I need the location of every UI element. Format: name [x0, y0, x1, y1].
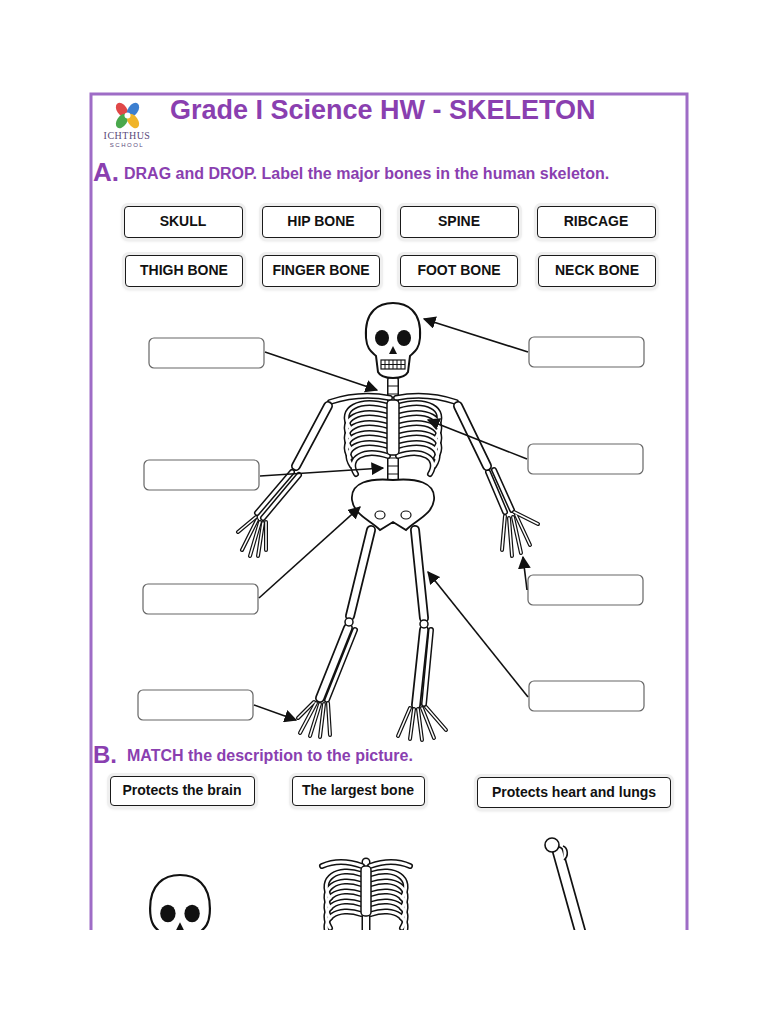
worksheet-title: Grade I Science HW - SKELETON [170, 96, 596, 126]
school-logo [113, 101, 141, 131]
word-tile: THIGH BONE [125, 255, 243, 287]
word-tile: FINGER BONE [262, 255, 380, 287]
word-tile: FOOT BONE [400, 255, 518, 287]
description-box: The largest bone [292, 776, 425, 806]
word-tile: RIBCAGE [537, 206, 656, 238]
word-tile: NECK BONE [538, 255, 656, 287]
box-text: Protects the brain [122, 783, 241, 798]
section-letter: A. [93, 158, 119, 187]
instruction-text: MATCH the description to the picture. [127, 747, 413, 765]
school-name: SCHOOL [110, 142, 144, 149]
box-text: SKULL [160, 214, 207, 229]
word-tile: HIP BONE [262, 206, 381, 238]
box-text: NECK BONE [555, 263, 639, 278]
section-letter: B. [93, 742, 117, 768]
skeleton-illustration [238, 303, 538, 740]
box-text: HIP BONE [287, 214, 354, 229]
answer-boxes [138, 337, 644, 720]
match-pictures [150, 838, 584, 930]
box-text: FINGER BONE [272, 263, 369, 278]
box-text: FOOT BONE [417, 263, 500, 278]
description-box: Protects heart and lungs [477, 777, 671, 808]
instruction-text: DRAG and DROP. Label the major bones in … [124, 165, 609, 183]
box-text: The largest bone [302, 783, 414, 798]
box-text: SPINE [438, 214, 480, 229]
school-name: ICHTHUS [104, 130, 151, 141]
box-text: THIGH BONE [140, 263, 228, 278]
page-frame [91, 94, 687, 930]
word-tile: SPINE [400, 206, 519, 238]
word-tile: SKULL [124, 206, 243, 238]
box-text: RIBCAGE [564, 214, 629, 229]
description-box: Protects the brain [110, 776, 255, 806]
leader-lines [254, 319, 528, 720]
box-text: Protects heart and lungs [492, 785, 656, 800]
